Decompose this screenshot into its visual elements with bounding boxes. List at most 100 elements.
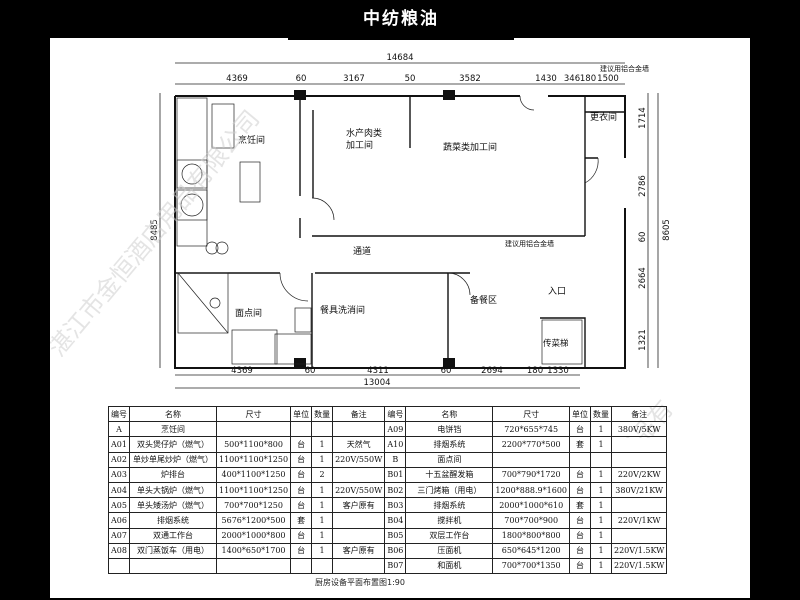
note-top: 建议用铝合金墙	[600, 64, 649, 73]
table-cell: 编号	[384, 405, 407, 423]
table-cell: 1	[590, 481, 612, 499]
table-cell: B03	[384, 497, 407, 514]
dim-bottom-3: 4311	[367, 366, 389, 376]
table-cell: 台	[290, 466, 313, 483]
table-cell: 1	[311, 512, 334, 529]
table-cell: A05	[108, 497, 130, 514]
table-cell: 1	[590, 497, 612, 514]
table-cell	[569, 451, 591, 468]
table-cell: 220V/1KW	[610, 512, 668, 529]
table-cell	[290, 557, 313, 575]
dim-bottom-total: 13004	[363, 378, 390, 388]
table-cell: 备注	[610, 405, 668, 423]
table-cell: 排烟系统	[405, 497, 494, 514]
table-cell: 1	[311, 481, 334, 499]
dim-bottom-1: 4369	[231, 366, 253, 376]
room-entrance: 入口	[548, 286, 566, 297]
table-cell: 650*645*1200	[492, 542, 570, 559]
room-pastry: 面点间	[235, 307, 262, 319]
table-cell: 400*1100*1250	[215, 466, 292, 483]
table-cell: B	[384, 451, 407, 468]
table-cell: 套	[569, 497, 591, 514]
table-cell: 2000*1000*800	[215, 527, 292, 544]
table-cell: 台	[290, 497, 313, 514]
room-locker: 更衣间	[590, 111, 617, 123]
table-cell: 双门蒸饭车（用电）	[129, 542, 217, 559]
table-cell: 1	[311, 436, 334, 453]
table-cell: 单头矮汤炉（燃气）	[129, 497, 217, 514]
table-cell	[332, 512, 386, 529]
table-cell: 双层工作台	[405, 527, 494, 544]
table-cell: 2	[311, 466, 334, 483]
table-cell	[311, 421, 334, 438]
table-cell: A02	[108, 451, 130, 468]
table-cell: 压面机	[405, 542, 494, 559]
table-cell: 台	[569, 527, 591, 544]
table-cell: A01	[108, 436, 130, 453]
dim-right-2: 2786	[638, 175, 648, 197]
table-cell: 1	[311, 497, 334, 514]
table-cell: 500*1100*800	[215, 436, 292, 453]
dim-top-9: 1500	[597, 74, 619, 84]
dim-right-4: 2664	[638, 267, 648, 289]
title-banner: 中纺粮油	[288, 0, 514, 40]
table-cell: 尺寸	[215, 405, 292, 423]
dim-right-1: 1714	[638, 107, 648, 129]
dim-top-4: 50	[405, 74, 416, 84]
table-cell: 700*700*900	[492, 512, 570, 529]
dim-top-3: 3167	[343, 74, 365, 84]
table-cell	[610, 527, 668, 544]
table-cell: 搅拌机	[405, 512, 494, 529]
table-cell: 和面机	[405, 557, 494, 575]
table-cell	[108, 557, 130, 575]
table-cell: 220V/550W	[332, 451, 386, 468]
table-cell: 台	[290, 481, 313, 499]
table-cell: 台	[569, 542, 591, 559]
table-cell: 台	[290, 436, 313, 453]
table-cell	[215, 421, 292, 438]
table-cell: 1	[590, 436, 612, 453]
table-cell: 三门烤箱（用电）	[405, 481, 494, 499]
watermark-left: 湛江市金恒酒店用品有限公司	[50, 105, 265, 362]
dim-bottom-4: 60	[441, 366, 452, 376]
dim-top-7: 346	[564, 74, 580, 84]
table-cell: 天然气	[332, 436, 386, 453]
table-cell: A06	[108, 512, 130, 529]
dim-right-total: 8605	[662, 219, 672, 241]
room-vegetable: 蔬菜类加工间	[443, 141, 497, 153]
table-cell: 1	[311, 451, 334, 468]
dim-bottom-7: 1330	[547, 366, 569, 376]
dim-left-total: 8485	[150, 219, 160, 241]
table-cell: 220V/2KW	[610, 466, 668, 483]
table-cell: 1100*1100*1250	[215, 451, 292, 468]
table-cell: 1	[311, 542, 334, 559]
table-cell: 220V/1.5KW	[610, 542, 668, 559]
room-aquatic-line1: 水产肉类	[346, 127, 382, 139]
floor-plan: 14684 4369 60 3167 50 3582 1430 346 180 …	[50, 53, 679, 438]
table-cell: 排烟系统	[405, 436, 494, 453]
table-cell: 700*790*1720	[492, 466, 570, 483]
note-mid: 建议用铝合金墙	[505, 239, 554, 248]
table-cell: 炉排台	[129, 466, 217, 483]
table-cell	[215, 557, 292, 575]
drawing-caption: 厨房设备平面布置图1:90	[315, 578, 405, 587]
dim-right-5: 1321	[638, 329, 648, 351]
table-cell: 面点间	[405, 451, 494, 468]
table-cell	[610, 451, 668, 468]
table-cell: 单位	[290, 405, 313, 423]
dim-top-8: 180	[580, 74, 596, 84]
table-cell: 客户原有	[332, 542, 386, 559]
table-cell: 1800*800*800	[492, 527, 570, 544]
table-cell: 700*700*1350	[492, 557, 570, 575]
table-cell	[590, 451, 612, 468]
table-header-row: 编号名称尺寸单位数量备注编号名称尺寸单位数量备注	[108, 405, 668, 423]
